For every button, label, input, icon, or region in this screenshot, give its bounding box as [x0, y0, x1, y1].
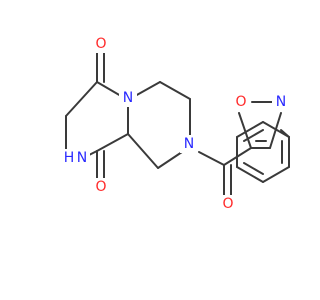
nitrogen-amide-left: N [77, 150, 87, 166]
bond-c6-c7 [159, 81, 191, 100]
bond-nacyl-cacyl [198, 151, 225, 166]
atom-label-layer: O O N H N N O O N [64, 36, 287, 212]
atom-bg-o-isoxazole [232, 93, 250, 111]
nitrogen-ring-junction: N [123, 90, 133, 106]
bond-nacyl-c8 [157, 151, 183, 169]
atom-background-layer [62, 35, 290, 213]
nitrogen-piperazine-acyl: N [184, 136, 194, 152]
bond-phenyl-2 [262, 166, 290, 183]
bond-phenyl-6 [262, 121, 290, 138]
bond-layer [65, 51, 290, 197]
atom-bg-n-junction [119, 89, 137, 107]
hydrogen-amide-left: H [64, 150, 75, 166]
bond-phenyl-inner-3 [243, 129, 264, 142]
bond-phenyl-3 [236, 166, 264, 183]
oxygen-acyl-carbonyl: O [222, 196, 233, 212]
bond-njunction-c5 [96, 81, 122, 97]
bond-c5-c1 [65, 81, 98, 117]
structure-svg: O O N H N N O O N [62, 35, 290, 213]
atom-bg-o-bottom [92, 178, 110, 196]
bond-c3-c4 [96, 133, 129, 152]
bond-phenyl-inner-2 [243, 162, 264, 175]
oxygen-top-carbonyl: O [95, 36, 106, 52]
bond-iso-c5-o [238, 112, 252, 149]
atom-bg-o-acyl [219, 195, 237, 213]
molecule-diagram: O O N H N N O O N [62, 35, 290, 213]
nitrogen-isoxazole: N [276, 94, 286, 110]
bond-c8-c4 [127, 133, 159, 169]
bond-phenyl-5 [236, 121, 264, 138]
atom-bg-o-top [92, 35, 110, 53]
bond-njunction-c6 [134, 81, 161, 97]
atom-bg-n-isoxazole [272, 93, 290, 111]
oxygen-bottom-carbonyl: O [95, 179, 106, 195]
oxygen-isoxazole: O [235, 94, 246, 110]
atom-bg-nh-left [62, 149, 90, 167]
atom-bg-n-acyl [180, 135, 198, 153]
bond-iso-n-c3 [269, 112, 282, 149]
